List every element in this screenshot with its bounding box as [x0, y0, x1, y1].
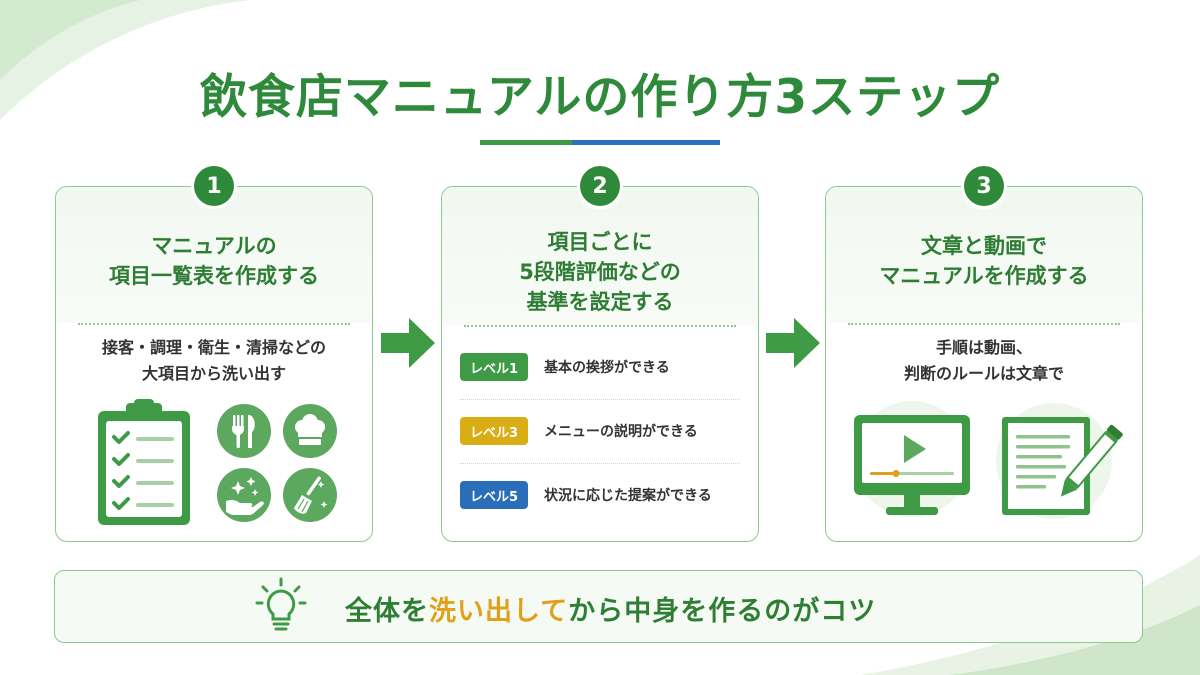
level-1-tag: レベル1	[460, 353, 528, 381]
step-1-card: マニュアルの 項目一覧表を作成する 接客・調理・衛生・清掃などの 大項目から洗い…	[55, 186, 373, 542]
step-3-divider	[848, 323, 1120, 325]
step-1-desc-line-1: 接客・調理・衛生・清掃などの	[101, 338, 326, 357]
step-1-card-header	[56, 187, 372, 323]
tip-text-part-3: から中身を作るのがコツ	[568, 596, 877, 627]
level-row: レベル5 状況に応じた提案ができる	[460, 477, 740, 513]
step-1-title-line-2: 項目一覧表を作成する	[109, 264, 319, 288]
step-3-title: 文章と動画で マニュアルを作成する	[826, 231, 1142, 291]
step-3-title-line-2: マニュアルを作成する	[879, 264, 1089, 288]
tip-text-part-1: 全体を	[345, 596, 429, 627]
step-2-title: 項目ごとに 5段階評価などの 基準を設定する	[442, 227, 758, 317]
step-2-card-header	[442, 187, 758, 325]
title-underline-blue	[572, 140, 720, 145]
tip-text: 全体を洗い出してから中身を作るのがコツ	[345, 589, 876, 628]
step-2-divider	[464, 325, 736, 327]
step-1-title: マニュアルの 項目一覧表を作成する	[56, 231, 372, 291]
arrow-right-icon	[381, 318, 435, 368]
level-5-text: 状況に応じた提案ができる	[544, 488, 712, 504]
level-row: レベル1 基本の挨拶ができる	[460, 349, 740, 385]
page-title: 飲食店マニュアルの作り方3ステップ	[199, 70, 1001, 125]
corner-swoosh-top-left	[0, 0, 250, 120]
tip-text-highlight: 洗い出して	[429, 596, 569, 627]
step-3-card-header	[826, 187, 1142, 323]
level-separator	[460, 463, 740, 464]
step-3-badge: 3	[964, 166, 1004, 206]
step-3-desc-line-2: 判断のルールは文章で	[903, 364, 1064, 383]
level-5-tag: レベル5	[460, 481, 528, 509]
fork-knife-icon	[217, 404, 271, 458]
step-1-divider	[78, 323, 350, 325]
step-2-badge: 2	[580, 166, 620, 206]
step-3-title-line-1: 文章と動画で	[921, 234, 1047, 258]
clipboard-checklist-icon	[98, 399, 190, 525]
hand-sparkle-icon	[217, 468, 271, 522]
step-2-title-line-1: 項目ごとに	[547, 230, 653, 254]
step-3-desc-line-1: 手順は動画、	[935, 338, 1032, 357]
step-2-card: 項目ごとに 5段階評価などの 基準を設定する レベル1 基本の挨拶ができる レベ…	[441, 186, 759, 542]
tip-box: 全体を洗い出してから中身を作るのがコツ	[54, 570, 1143, 643]
level-row: レベル3 メニューの説明ができる	[460, 413, 740, 449]
broom-icon	[283, 468, 337, 522]
document-pencil-icon	[996, 403, 1123, 519]
level-3-tag: レベル3	[460, 417, 528, 445]
corner-swoosh-bottom-right	[860, 555, 1200, 675]
level-3-text: メニューの説明ができる	[544, 424, 698, 440]
step-1-badge: 1	[194, 166, 234, 206]
video-monitor-icon	[854, 401, 970, 517]
chef-hat-icon	[283, 404, 337, 458]
step-1-title-line-1: マニュアルの	[151, 234, 277, 258]
step-2-title-line-3: 基準を設定する	[526, 290, 674, 314]
title-underline-green	[480, 140, 572, 145]
step-2-title-line-2: 5段階評価などの	[519, 260, 681, 284]
step-1-description: 接客・調理・衛生・清掃などの 大項目から洗い出す	[56, 335, 372, 387]
step-3-card: 文章と動画で マニュアルを作成する 手順は動画、 判断のルールは文章で	[825, 186, 1143, 542]
step-1-desc-line-2: 大項目から洗い出す	[141, 364, 286, 383]
arrow-right-icon	[766, 318, 820, 368]
level-separator	[460, 399, 740, 400]
step-3-description: 手順は動画、 判断のルールは文章で	[826, 335, 1142, 387]
level-1-text: 基本の挨拶ができる	[544, 360, 670, 376]
lightbulb-icon	[255, 577, 307, 631]
